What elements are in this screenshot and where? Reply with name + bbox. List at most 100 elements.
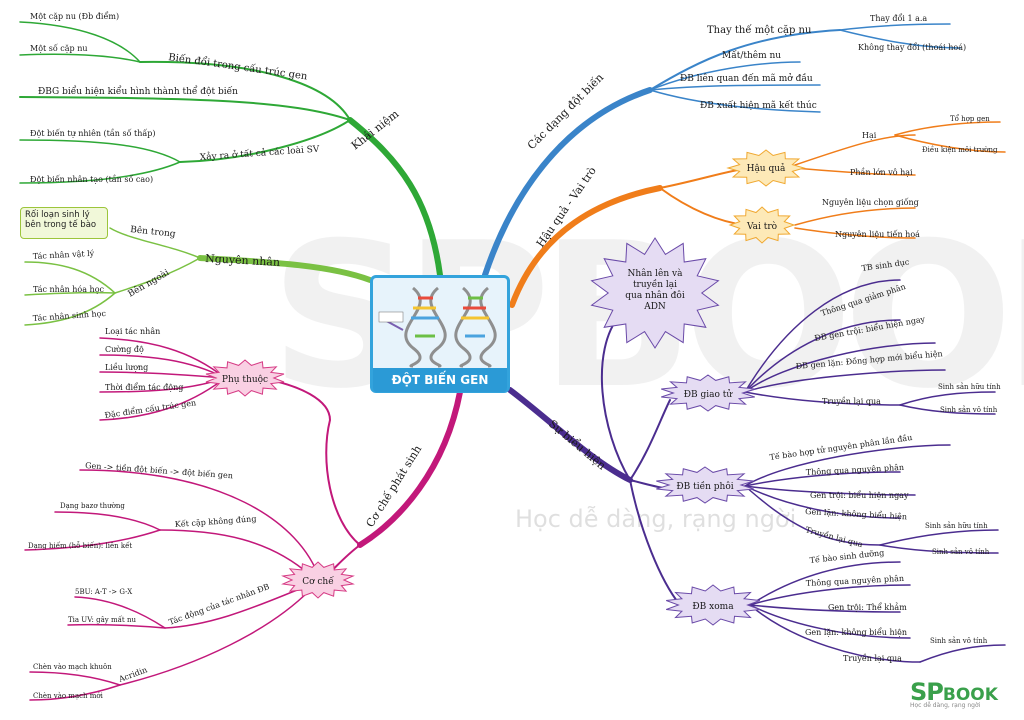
note-box-internal-cause: Rối loạn sinh lý bên trong tế bào xyxy=(20,207,108,239)
branch-tp-e xyxy=(744,485,881,546)
label-gt-d[interactable]: ĐB gen lặn: Đồng hợp mới biểu hiện xyxy=(795,349,943,371)
label-hau-qua-vai-tro[interactable]: Hậu quả - Vai trò xyxy=(534,164,599,250)
branch-vt-b xyxy=(794,227,916,239)
watermark-slogan: Học dễ dàng, rạng ngời xyxy=(515,505,797,533)
label-cd-1a[interactable]: Thay đổi 1 a.a xyxy=(870,14,927,23)
label-tp-c[interactable]: Gen trội: biểu hiện ngay xyxy=(810,491,909,500)
label-pt-c[interactable]: Liều lượng xyxy=(105,363,148,372)
label-tp-e2[interactable]: Sinh sản vô tính xyxy=(932,547,990,556)
branch-kn-1a xyxy=(19,21,141,63)
label-cc-d1[interactable]: Chèn vào mạch khuôn xyxy=(33,662,112,671)
label-cc-b1[interactable]: Dạng bazơ thường xyxy=(60,502,125,510)
label-tp-d[interactable]: Gen lặn: không biểu hiện xyxy=(805,507,907,521)
branch-kn-3a xyxy=(19,139,181,163)
branch-nn-ngoai xyxy=(114,257,201,294)
label-vt-a[interactable]: Nguyên liệu chọn giống xyxy=(822,198,919,207)
label-tp-e[interactable]: Truyền lại qua xyxy=(804,525,863,549)
label-pt-e[interactable]: Đặc điểm cấu trúc gen xyxy=(104,398,197,420)
branch-cd-4 xyxy=(649,89,821,113)
branch-cd-1a xyxy=(839,23,951,31)
label-hau-qua[interactable]: Hậu quả xyxy=(747,163,786,174)
label-xm-e1[interactable]: Sinh sản vô tính xyxy=(930,636,988,645)
label-gt-e1[interactable]: Sinh sản hữu tính xyxy=(938,382,1001,391)
label-xm-d[interactable]: Gen lặn: không biểu hiện xyxy=(805,628,907,637)
label-tp-e1[interactable]: Sinh sản hữu tính xyxy=(925,521,988,530)
center-topic[interactable]: ĐỘT BIẾN GEN xyxy=(370,275,510,393)
label-cd-4[interactable]: ĐB xuất hiện mã kết thúc xyxy=(700,100,817,111)
label-pt-a[interactable]: Loại tác nhân xyxy=(105,327,160,336)
node-tien-phoi[interactable] xyxy=(656,466,754,504)
label-cd-1[interactable]: Thay thế một cặp nu xyxy=(707,25,812,36)
label-cc-b[interactable]: Kết cặp không đúng xyxy=(175,514,257,529)
label-su-bieu-hien[interactable]: Sự biểu hiện xyxy=(546,417,609,473)
node-xoma[interactable] xyxy=(666,584,760,626)
label-kn-1b[interactable]: Một số cặp nu xyxy=(30,44,88,53)
label-nguyen-nhan[interactable]: Nguyên nhân xyxy=(205,252,280,269)
label-tp-b[interactable]: Thông qua nguyên phân xyxy=(806,463,905,477)
branch-hq-b xyxy=(794,167,916,176)
branch-phu-thuoc xyxy=(259,377,361,546)
label-vt-b[interactable]: Nguyên liệu tiến hoá xyxy=(835,230,920,239)
label-kn-2[interactable]: ĐBG biểu hiện kiểu hình thành thể đột bi… xyxy=(38,85,238,97)
label-gt-c[interactable]: ĐB gen trội: biểu hiện ngay xyxy=(814,315,926,343)
label-kn-3b[interactable]: Đột biến nhân tạo (tần số cao) xyxy=(30,175,153,184)
center-title: ĐỘT BIẾN GEN xyxy=(373,368,507,392)
label-nn-ngoai-c[interactable]: Tác nhân sinh học xyxy=(33,309,107,323)
label-kn-3[interactable]: Xảy ra ở tất cả các loài SV xyxy=(199,144,320,163)
label-kn-1[interactable]: Biến đổi trong cấu trúc gen xyxy=(168,51,309,82)
node-giao-tu[interactable] xyxy=(661,374,755,412)
branch-cc-b1 xyxy=(54,511,161,531)
branch-kn-3 xyxy=(179,119,351,163)
label-cc-c1[interactable]: 5BU: A-T -> G-X xyxy=(75,588,132,596)
label-cc-b2[interactable]: Dạng hiếm (hỗ biến): liên kết xyxy=(28,541,132,550)
label-hq-a2[interactable]: Điều kiện môi trường xyxy=(922,145,998,154)
label-tp-a[interactable]: Tế bào hợp tử nguyên phân lần đầu xyxy=(769,433,913,462)
label-nn-ngoai[interactable]: Bên ngoài xyxy=(126,267,171,299)
label-xm-c[interactable]: Gen trội: Thể khảm xyxy=(828,603,907,612)
label-cd-1b[interactable]: Không thay đổi (thoái hoá) xyxy=(858,43,966,52)
label-giao-tu[interactable]: ĐB giao tử xyxy=(684,389,734,400)
label-hq-b[interactable]: Phần lớn vô hại xyxy=(850,168,913,177)
branch-kn-1b xyxy=(19,53,141,63)
label-cc-a[interactable]: Gen -> tiền đột biến -> đột biến gen xyxy=(85,461,233,480)
label-cd-2[interactable]: Mất/thêm nu xyxy=(722,50,781,61)
node-vai-tro[interactable] xyxy=(728,206,796,244)
label-nn-ngoai-b[interactable]: Tác nhân hóa học xyxy=(33,285,105,294)
branch-pt-a xyxy=(99,337,226,379)
label-gt-e2[interactable]: Sinh sản vô tính xyxy=(940,405,998,414)
label-phu-thuoc[interactable]: Phụ thuộc xyxy=(222,374,268,385)
label-hq-a1[interactable]: Tổ hợp gen xyxy=(950,114,990,123)
label-pt-b[interactable]: Cường độ xyxy=(105,345,144,354)
label-gt-e[interactable]: Truyền lại qua xyxy=(822,397,881,406)
label-hq-a[interactable]: Hại xyxy=(862,131,877,140)
branch-vt-a xyxy=(794,207,916,226)
dna-illustration-icon xyxy=(378,286,497,368)
branch-xoma xyxy=(629,479,681,606)
branch-hq-a xyxy=(794,134,916,166)
label-cd-3[interactable]: ĐB liên quan đến mã mở đầu xyxy=(680,73,813,84)
label-gt-b[interactable]: Thông qua giảm phân xyxy=(820,282,907,318)
branch-hau-qua-vai-tro xyxy=(509,185,663,308)
label-cc-d2[interactable]: Chèn vào mạch mới xyxy=(33,691,104,700)
node-co-che[interactable] xyxy=(281,561,355,599)
label-xm-e[interactable]: Truyền lại qua xyxy=(843,654,902,663)
label-vai-tro[interactable]: Vai trò xyxy=(746,221,777,232)
label-co-che[interactable]: Cơ chế xyxy=(302,576,334,587)
label-pt-d[interactable]: Thời điểm tác động xyxy=(105,383,183,392)
label-kn-1a[interactable]: Một cặp nu (Đb điểm) xyxy=(30,12,119,21)
label-xoma[interactable]: ĐB xoma xyxy=(692,602,734,612)
branch-xm-a xyxy=(749,561,901,606)
label-tien-phoi[interactable]: ĐB tiền phôi xyxy=(676,481,733,492)
branch-nguyen-nhan xyxy=(197,255,373,283)
label-nn-trong[interactable]: Bên trong xyxy=(130,224,177,240)
node-hau-qua[interactable] xyxy=(726,149,806,187)
node-phu-thuoc[interactable] xyxy=(205,359,285,397)
node-nhan-len[interactable] xyxy=(590,237,720,349)
label-gt-a[interactable]: TB sinh dục xyxy=(861,257,910,273)
label-kn-3a[interactable]: Đột biến tự nhiên (tần số thấp) xyxy=(30,129,156,138)
label-cc-c[interactable]: Tác động của tác nhân ĐB xyxy=(168,582,271,627)
label-cc-c2[interactable]: Tia UV: gây mất nu xyxy=(68,615,136,624)
label-nn-ngoai-a[interactable]: Tác nhân vật lý xyxy=(33,249,95,261)
